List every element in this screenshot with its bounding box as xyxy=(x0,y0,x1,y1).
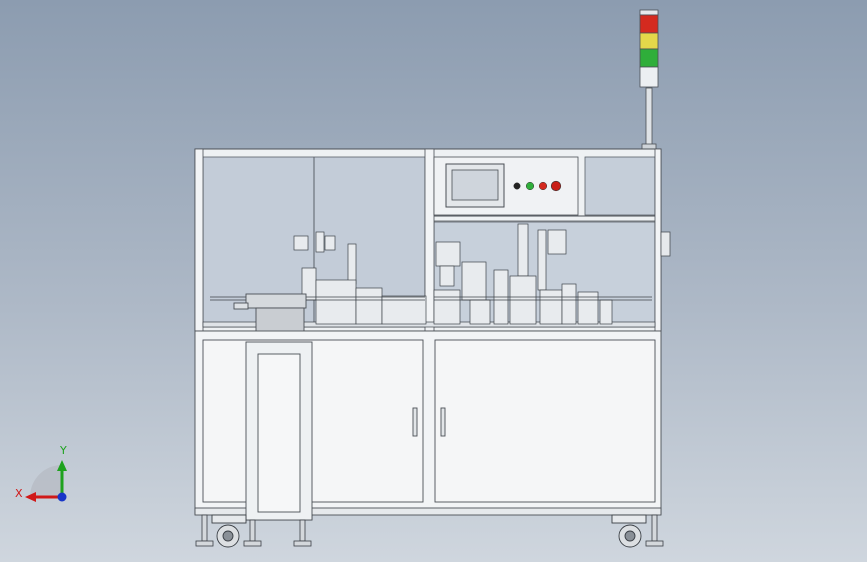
y-axis-label: Y xyxy=(59,444,67,457)
right-door-handle xyxy=(440,407,446,437)
green-button xyxy=(525,181,535,191)
x-axis-label: X xyxy=(15,487,23,500)
signal-tower xyxy=(639,9,659,150)
tower-cap xyxy=(639,9,659,16)
tower-pole xyxy=(645,87,653,147)
tower-base xyxy=(639,66,659,88)
control-panel xyxy=(433,156,579,216)
z-axis-marker xyxy=(57,492,67,502)
bowl-rim xyxy=(245,293,307,309)
green-light xyxy=(639,48,659,68)
orientation-triad: Y X xyxy=(15,444,67,502)
casters xyxy=(211,514,647,548)
leveling-feet xyxy=(195,514,664,547)
red-light xyxy=(639,14,659,34)
red-button xyxy=(538,181,548,191)
right-cabinet-door xyxy=(434,339,656,503)
yellow-light xyxy=(639,32,659,50)
left-cabinet-door xyxy=(202,339,424,503)
internal-mechanisms xyxy=(202,223,656,328)
emergency-stop-button xyxy=(550,180,562,192)
black-button xyxy=(513,182,521,190)
left-door-handle xyxy=(412,407,418,437)
